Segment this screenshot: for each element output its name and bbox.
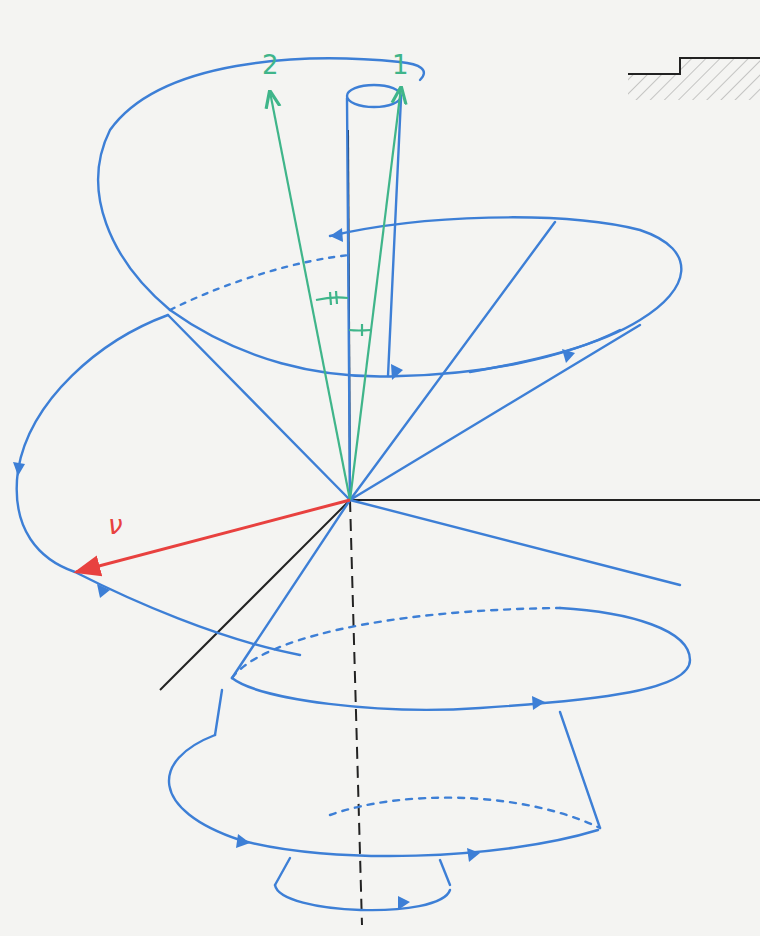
direction-arrows	[13, 228, 575, 910]
axis-vectors	[270, 88, 401, 500]
vector-label: 1	[392, 52, 409, 78]
velocity-vector	[76, 500, 350, 572]
vector-label: 2	[262, 52, 279, 78]
precession-cones	[17, 58, 690, 910]
wall-symbol	[628, 58, 760, 100]
vector-label: ν	[108, 512, 123, 538]
